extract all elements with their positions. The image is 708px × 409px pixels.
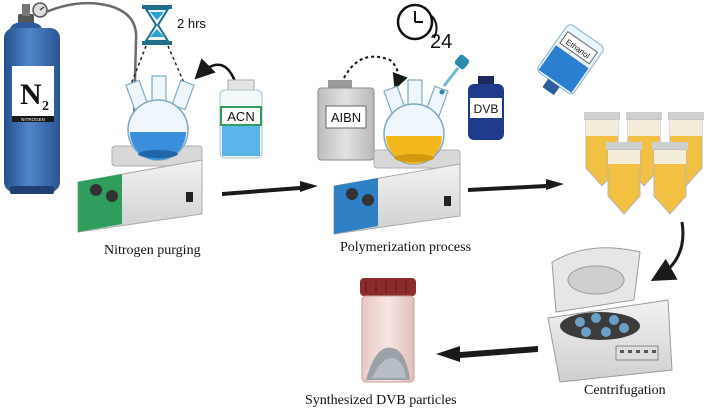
centrifugation-caption: Centrifugation: [584, 383, 666, 398]
centrifuge-buttons: [620, 350, 656, 353]
gas-hose: [45, 1, 138, 121]
tube-front-2: [652, 142, 688, 215]
product-jar: [360, 278, 416, 383]
cylinder-symbol: N: [20, 78, 42, 111]
timer-2hrs-label: 2 hrs: [177, 16, 206, 31]
stopwatch-icon: [396, 3, 438, 41]
timer-24-label: 24: [430, 31, 452, 53]
tube-back-1: [584, 112, 620, 187]
centrifuge: [547, 247, 673, 383]
tube-front-1: [606, 142, 642, 215]
flow-arrow-1: [222, 181, 318, 196]
polymerization-caption: Polymerization process: [340, 240, 471, 255]
dropper-icon: [439, 54, 470, 95]
cylinder-subscript: 2: [42, 99, 49, 114]
flow-arrow-3: [650, 221, 685, 281]
dashed-connector-right: [167, 45, 189, 93]
acn-transfer-arrow: [194, 58, 238, 85]
hotplate-stirrer-blue: [333, 149, 461, 235]
nitrogen-cylinder: N 2 NITROGEN: [4, 2, 60, 194]
hourglass-icon: [142, 5, 172, 45]
centrifuge-tubes: [584, 112, 704, 215]
nitrogen-purging-caption: Nitrogen purging: [104, 243, 201, 258]
flow-arrow-4: [436, 346, 538, 362]
dvb-bottle: DVB: [468, 76, 504, 140]
product-caption: Synthesized DVB particles: [305, 393, 457, 408]
rotor-slots: [575, 313, 629, 337]
acn-bottle: ACN: [219, 79, 263, 159]
aibn-label: AIBN: [331, 110, 361, 125]
flow-arrow-2: [468, 179, 564, 192]
three-neck-flask-yellow: [383, 79, 449, 165]
hotplate-stirrer-green: [77, 145, 203, 233]
dashed-connector-left: [127, 45, 147, 93]
aibn-bottle: AIBN: [317, 80, 375, 161]
three-neck-flask-blue: [125, 75, 195, 161]
dvb-label: DVB: [474, 102, 499, 116]
ethanol-bottle: Ethanol: [537, 24, 604, 96]
acn-label: ACN: [227, 109, 254, 124]
aibn-transfer-arrow: [343, 55, 408, 90]
cylinder-band-label: NITROGEN: [21, 117, 45, 122]
